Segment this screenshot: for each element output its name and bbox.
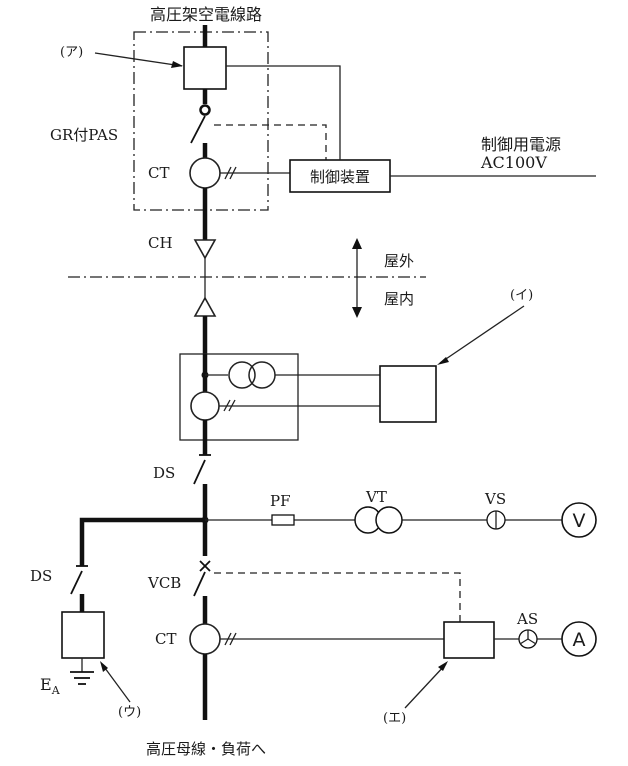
ct-lower-label: CT [155,630,176,648]
metering-ct-circle [190,391,220,421]
marker-u-label: (ウ) [118,705,141,720]
ds-branch-blade [70,570,83,595]
indoor-label: 屋内 [384,290,414,308]
vs-label: VS [484,490,506,508]
metering-vt-coil-2 [248,361,276,389]
ch-upper-triangle [193,239,217,260]
metering-ct-tick-1 [223,399,231,412]
vt-coil-2 [375,506,403,534]
vcb-cross-b [199,560,211,572]
marker-e-label: (エ) [383,711,406,726]
pas-trip-link [214,124,327,160]
voltmeter-label: V [573,510,586,532]
ds-main-label: DS [153,464,175,482]
marker-a-arrowhead [171,61,183,68]
control-power-label-1: 制御用電源 [481,135,561,154]
bottom-title: 高圧母線・負荷へ [146,740,266,758]
pas-contact-circle [199,104,211,116]
control-device-box [289,159,391,193]
control-power-label-2: AC100V [480,153,547,172]
as-switch-spoke-2 [519,638,529,645]
ds-main-blade [193,459,206,485]
marker-e-arrowhead [438,661,448,671]
voltmeter-circle [561,502,597,538]
ct-upper-label: CT [148,164,169,182]
pas-enclosure [133,31,269,211]
vcb-trip-link [214,572,461,622]
box-a-to-control-line [226,65,341,160]
vt-label: VT [365,488,387,506]
ct-lower-tick-2 [229,632,237,646]
boundary-arrow-up [352,238,362,249]
ct-lower-circle [189,623,221,655]
as-label: AS [516,610,538,628]
ds-branch-label: DS [30,567,52,585]
marker-e-arrow-line [404,663,447,709]
top-title: 高圧架空電線路 [150,5,262,24]
marker-i-label: (イ) [510,288,533,303]
ct-upper-tick-2 [229,166,237,180]
ammeter-label: A [573,629,586,651]
marker-i-arrow-line [439,305,525,364]
boundary-arrow-down [352,307,362,318]
vcb-blade [193,571,206,597]
ct-upper-circle [189,157,221,189]
marker-a-label: (ア) [60,45,83,60]
box-e [443,621,495,659]
as-switch-spoke-3 [527,638,537,645]
vcb-label: VCB [147,574,181,592]
box-i [379,365,437,423]
gr-pas-label: GR付PAS [50,126,118,144]
marker-i-arrowhead [437,357,449,365]
box-a [183,46,227,90]
pas-switch-blade [190,115,206,144]
control-device-label: 制御装置 [310,168,370,186]
pf-label: PF [270,492,291,510]
metering-enclosure [179,353,299,441]
ammeter-circle [561,621,597,657]
pf-fuse [271,514,295,526]
ch-lower-triangle [193,296,217,317]
metering-vt-coil-1 [228,361,256,389]
marker-u-arrow-line [101,663,131,703]
marker-u-arrowhead [100,661,108,672]
ct-upper-tick-1 [224,166,232,180]
marker-a-arrow-line [94,52,183,67]
ch-label: CH [148,234,173,252]
ct-lower-tick-1 [224,632,232,646]
branch-bus [79,517,205,566]
metering-ct-tick-2 [228,399,236,412]
ea-label: EA [40,675,61,697]
box-u [61,611,105,659]
outdoor-label: 屋外 [384,252,414,270]
